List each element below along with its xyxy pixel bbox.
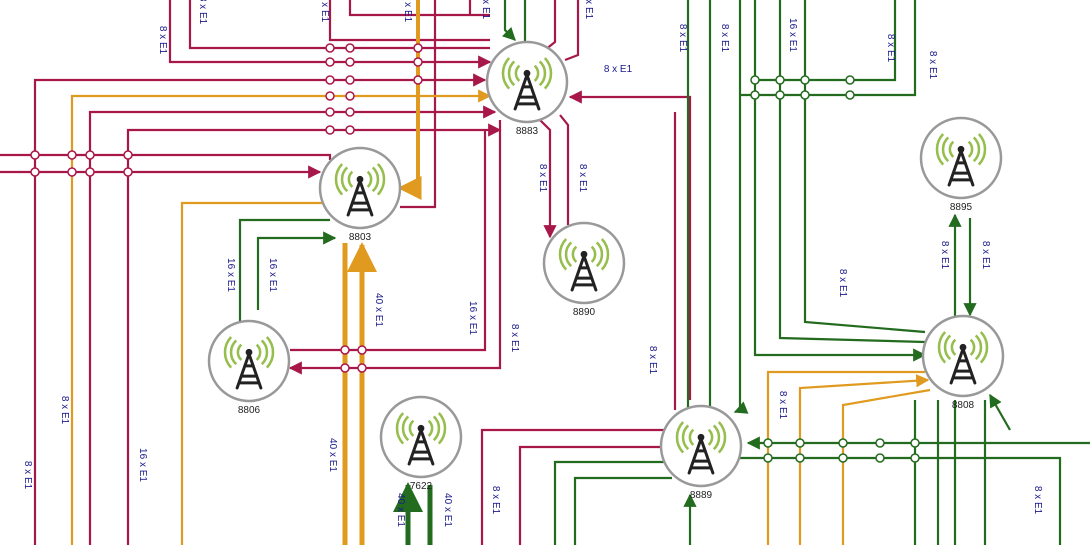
- link-label: 8 x E1: [157, 26, 168, 55]
- link: [328, 0, 490, 42]
- link-label: 8 x E1: [537, 164, 548, 193]
- link: [348, 0, 490, 17]
- node-8803[interactable]: 8803: [318, 146, 402, 243]
- link-label: 16 x E1: [467, 301, 478, 335]
- link-label: 16 x E1: [137, 448, 148, 482]
- link: [740, 456, 1062, 545]
- link: [480, 428, 665, 545]
- node-8895[interactable]: 8895: [919, 116, 1003, 213]
- link-label: 8 x E1: [604, 64, 633, 75]
- link-label: 8 x E1: [59, 396, 70, 425]
- link-labels: 8 x E1 8 x E1 8 x E1 8 x E1 8 x E1 8 x E…: [22, 0, 1043, 527]
- node-8808[interactable]: 8808: [921, 314, 1005, 411]
- link-label: 8 x E1: [509, 324, 520, 353]
- link: [168, 0, 492, 69]
- link-label: 8 x E1: [1032, 486, 1043, 515]
- link: [803, 0, 926, 334]
- link-label: 8 x E1: [319, 0, 330, 23]
- link: [841, 388, 931, 545]
- link: [180, 201, 322, 545]
- link: [539, 119, 557, 239]
- link: [766, 370, 925, 545]
- link: [400, 0, 437, 209]
- link: [798, 374, 930, 545]
- link: [126, 123, 502, 545]
- node-label: 8808: [952, 400, 975, 411]
- link: [88, 105, 497, 545]
- line-crossings-green: [750, 75, 920, 463]
- link-label: 40 x E1: [395, 493, 406, 527]
- link-label: 8 x E1: [402, 0, 413, 23]
- node-label: 8895: [950, 202, 973, 213]
- link: [33, 73, 487, 545]
- link-label: 16 x E1: [787, 18, 798, 52]
- link: [778, 0, 926, 344]
- link: [290, 130, 487, 352]
- link: [188, 0, 490, 50]
- link-label: 16 x E1: [267, 258, 278, 292]
- node-8890[interactable]: 8890: [542, 221, 626, 318]
- node-label: 8889: [690, 490, 713, 501]
- link-label: 8 x E1: [197, 0, 208, 25]
- link: [753, 0, 927, 362]
- node-label: 8803: [349, 232, 372, 243]
- link-label: 8 x E1: [777, 391, 788, 420]
- link: [755, 0, 897, 82]
- link-label: 40 x E1: [373, 293, 384, 327]
- link: [256, 231, 337, 310]
- link-label: 8 x E1: [837, 269, 848, 298]
- link: [568, 90, 692, 400]
- link: [0, 153, 332, 160]
- link-label: 8 x E1: [577, 164, 588, 193]
- link-label: 8 x E1: [647, 346, 658, 375]
- link: [518, 445, 660, 545]
- node-label: 8806: [238, 405, 261, 416]
- link-label: 8 x E1: [583, 0, 594, 20]
- link: [397, 0, 422, 200]
- link-label: 8 x E1: [980, 241, 991, 270]
- link: [573, 476, 672, 545]
- link-label: 8 x E1: [22, 461, 33, 490]
- link: [238, 218, 330, 322]
- link: [501, 0, 516, 41]
- node-label: 8890: [573, 307, 596, 318]
- node-8883[interactable]: 8883: [485, 40, 569, 137]
- link: [989, 393, 1011, 431]
- link: [559, 114, 570, 225]
- link-label: 8 x E1: [927, 51, 938, 80]
- link-label: 8 x E1: [939, 241, 950, 270]
- link-label: 16 x E1: [225, 258, 236, 292]
- link-label: 8 x E1: [490, 486, 501, 515]
- node-8806[interactable]: 8806: [207, 319, 291, 416]
- link-label: 8 x E1: [480, 0, 491, 20]
- link: [740, 0, 917, 97]
- link-label: 8 x E1: [885, 34, 896, 63]
- link: [564, 0, 580, 62]
- link-label: 8 x E1: [719, 24, 730, 53]
- link: [544, 0, 557, 51]
- node-label: 8883: [516, 126, 539, 137]
- link-label: 40 x E1: [442, 493, 453, 527]
- link-label: 40 x E1: [327, 438, 338, 472]
- node-8889[interactable]: 8889: [659, 404, 743, 501]
- line-crossings: [30, 43, 423, 373]
- node-label: 7622: [410, 481, 433, 492]
- node-7622[interactable]: 7622: [379, 395, 463, 492]
- link-label: 8 x E1: [677, 24, 688, 53]
- link: [733, 0, 749, 414]
- link-group-red: [0, 0, 692, 545]
- link: [553, 460, 665, 545]
